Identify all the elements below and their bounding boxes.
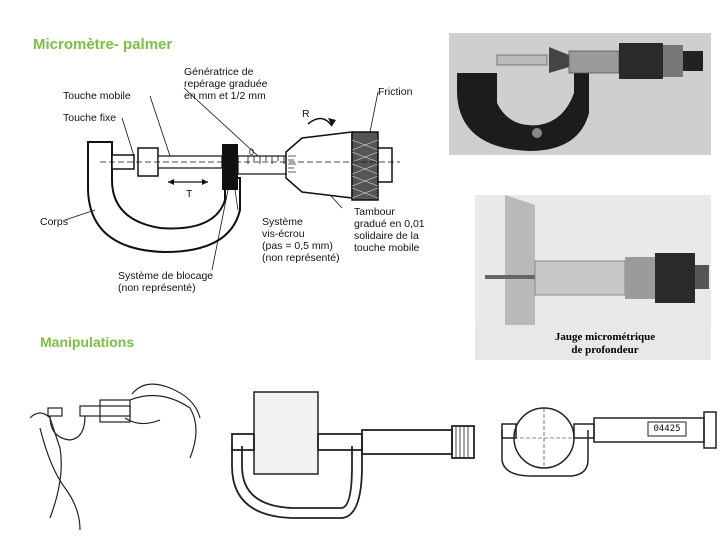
label-tambour-line4: touche mobile <box>354 242 420 254</box>
manipulation-digital-drawing <box>501 407 717 477</box>
micrometer-photo-image <box>449 33 711 155</box>
depth-gauge-photo-image <box>475 195 711 360</box>
label-systeme-line4: (non représenté) <box>262 252 340 264</box>
manipulation-digital-image: 04425 <box>492 390 720 490</box>
page-title: Micromètre- palmer <box>33 36 173 53</box>
label-r: R <box>302 108 310 120</box>
manipulation-block-image <box>212 386 480 530</box>
manipulation-hands-drawing <box>29 383 201 530</box>
label-zero: 0 <box>249 147 255 157</box>
micrometer-diagram: Touche mobile Touche fixe Corps Génératr… <box>40 60 440 310</box>
micrometer-diagram-drawing <box>64 87 400 271</box>
label-systeme-line2: vis-écrou <box>262 228 305 240</box>
label-generatrice-line2: repérage graduée <box>184 78 268 90</box>
depth-gauge-caption-line1: Jauge micrométrique <box>554 331 656 343</box>
label-blocage-line2: (non représenté) <box>118 282 196 294</box>
label-generatrice-line1: Génératrice de <box>184 66 254 78</box>
label-systeme-line1: Système <box>262 216 303 228</box>
label-touche-mobile: Touche mobile <box>63 90 131 102</box>
manipulation-hands-image <box>20 378 202 530</box>
label-corps: Corps <box>40 216 69 228</box>
label-blocage-line1: Système de blocage <box>118 270 214 282</box>
label-tambour-line2: gradué en 0,01 <box>354 218 425 230</box>
section-title-manipulations: Manipulations <box>40 334 135 350</box>
label-systeme-line3: (pas = 0,5 mm) <box>262 240 333 252</box>
label-tambour-line3: solidaire de la <box>354 230 419 242</box>
label-generatrice-line3: en mm et 1/2 mm <box>184 90 266 102</box>
label-tambour-line1: Tambour <box>354 206 395 218</box>
manipulation-block-drawing <box>231 391 475 519</box>
digital-readout: 04425 <box>653 424 681 434</box>
label-touche-fixe: Touche fixe <box>63 112 117 124</box>
micrometer-photo <box>449 33 711 155</box>
depth-gauge-caption-line2: de profondeur <box>571 344 639 356</box>
label-t: T <box>186 188 193 200</box>
depth-gauge-photo: Jauge micrométrique de profondeur <box>475 195 711 360</box>
label-friction: Friction <box>378 86 413 98</box>
